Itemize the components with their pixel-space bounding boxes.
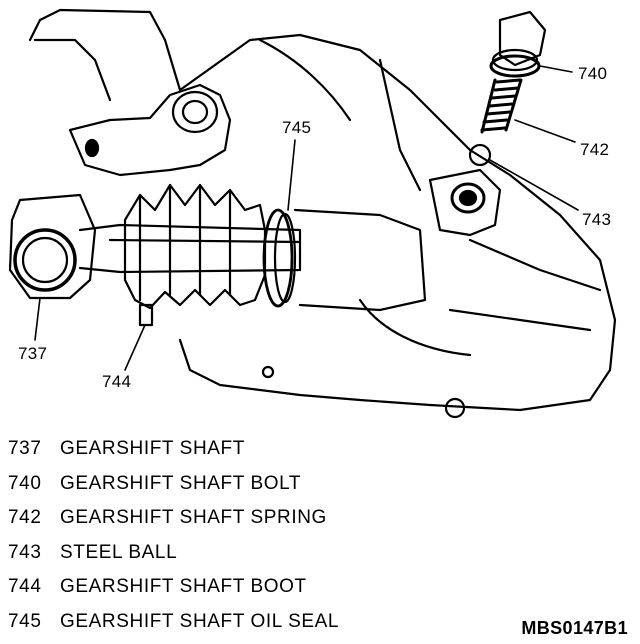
bracket-boss xyxy=(173,92,217,132)
oil-seal xyxy=(264,210,292,306)
shaft-boot xyxy=(125,185,265,308)
gearshift-assembly-diagram: 740 742 743 745 737 744 xyxy=(0,0,640,420)
callout-743: 743 xyxy=(582,210,612,229)
parts-legend: 737 GEARSHIFT SHAFT 740 GEARSHIFT SHAFT … xyxy=(8,432,408,639)
bracket xyxy=(70,85,230,175)
callout-737: 737 xyxy=(18,344,48,363)
shaft-end-hole xyxy=(15,230,75,290)
part-name: GEARSHIFT SHAFT BOLT xyxy=(60,472,302,494)
part-number: 743 xyxy=(8,541,42,563)
shaft-end-eye xyxy=(10,195,95,298)
housing-rib-3 xyxy=(450,310,590,330)
part-name: STEEL BALL xyxy=(60,541,178,563)
part-number: 737 xyxy=(8,438,42,460)
part-name: GEARSHIFT SHAFT SPRING xyxy=(60,507,327,529)
callout-742: 742 xyxy=(580,140,610,159)
callout-740: 740 xyxy=(578,64,608,83)
legend-row: 745 GEARSHIFT SHAFT OIL SEAL xyxy=(8,605,408,640)
diagram-drawing xyxy=(0,0,640,420)
spring xyxy=(482,80,521,132)
bolt-boss xyxy=(430,170,500,235)
legend-row: 743 STEEL BALL xyxy=(8,536,408,571)
housing-rib xyxy=(380,60,420,190)
part-number: 740 xyxy=(8,472,42,494)
callout-744: 744 xyxy=(102,372,132,391)
steel-ball xyxy=(470,145,490,165)
part-name: GEARSHIFT SHAFT BOOT xyxy=(60,576,307,598)
part-number: 744 xyxy=(8,576,42,598)
legend-row: 744 GEARSHIFT SHAFT BOOT xyxy=(8,570,408,605)
callout-745: 745 xyxy=(282,118,312,137)
part-number: 742 xyxy=(8,507,42,529)
part-name: GEARSHIFT SHAFT OIL SEAL xyxy=(60,610,340,632)
part-number: 745 xyxy=(8,610,42,632)
legend-row: 742 GEARSHIFT SHAFT SPRING xyxy=(8,501,408,536)
legend-row: 737 GEARSHIFT SHAFT xyxy=(8,432,408,467)
housing-rib-2 xyxy=(470,240,600,290)
housing-upper-edge xyxy=(260,40,350,120)
housing-outline xyxy=(40,10,615,410)
part-name: GEARSHIFT SHAFT xyxy=(60,438,245,460)
legend-row: 740 GEARSHIFT SHAFT BOLT xyxy=(8,467,408,502)
bolt-head xyxy=(500,12,545,65)
figure-code: MBS0147B1 xyxy=(521,618,628,638)
shaft-body xyxy=(80,225,300,272)
